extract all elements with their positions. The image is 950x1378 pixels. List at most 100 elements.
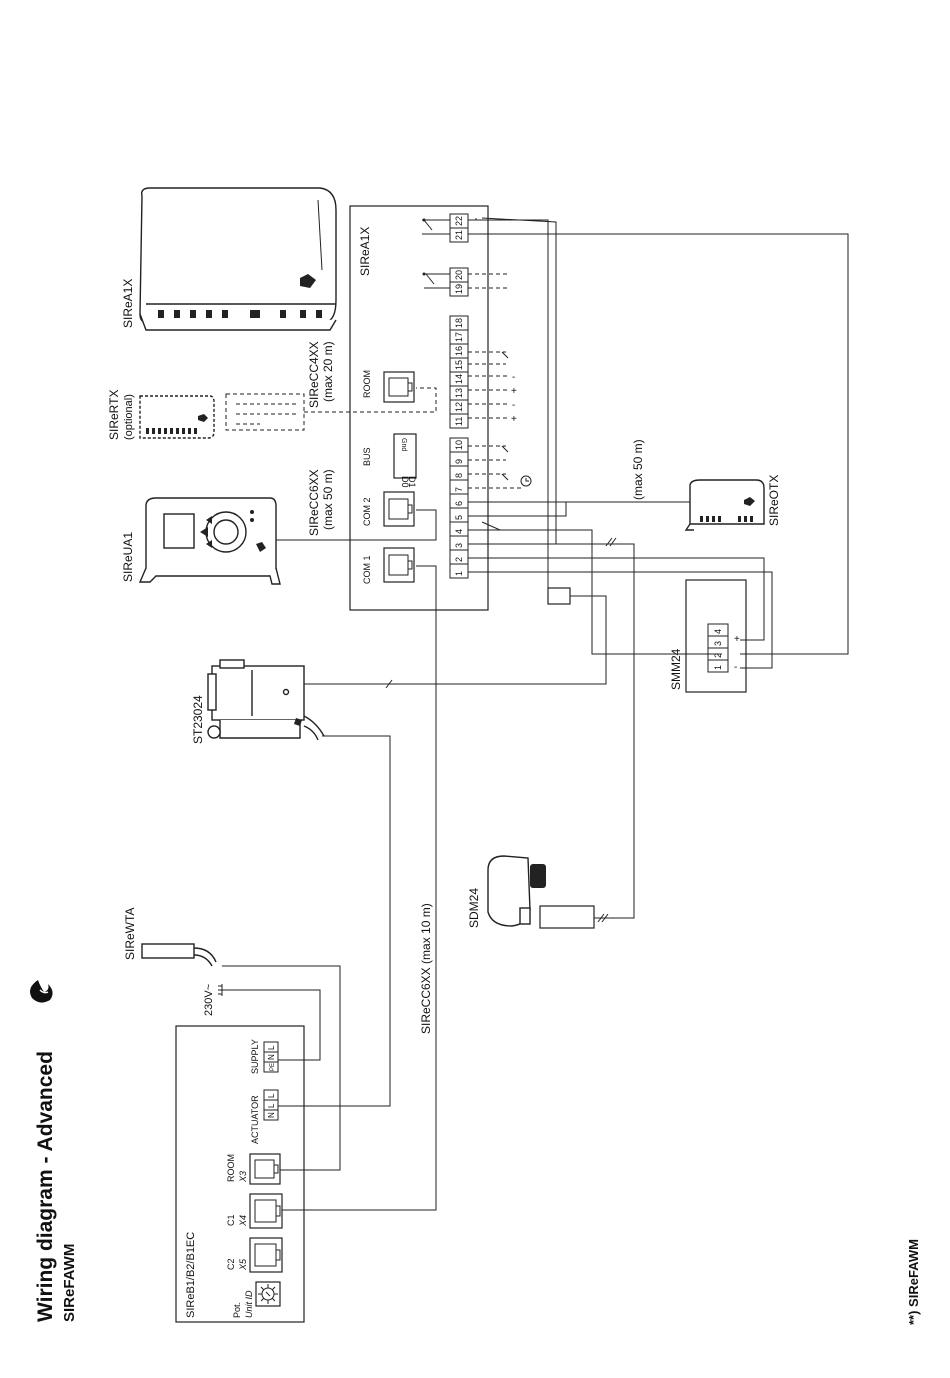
c2-label: C2 bbox=[226, 1258, 236, 1270]
terminal-number: 16 bbox=[454, 346, 464, 356]
bus-pin-d0: D0 bbox=[400, 476, 410, 488]
sirertx-note: (optional) bbox=[123, 394, 135, 440]
terminal-number: 6 bbox=[454, 501, 464, 506]
terminal-number: 19 bbox=[454, 284, 464, 294]
relay-symbols bbox=[422, 218, 450, 289]
terminal-number: 22 bbox=[454, 216, 464, 226]
com2-label: COM 2 bbox=[362, 497, 372, 526]
terminal-number: 3 bbox=[454, 543, 464, 548]
terminal-number: 4 bbox=[713, 629, 723, 634]
actuator-pin-l1: L bbox=[267, 1093, 276, 1098]
sirertx-label: SIReRTX bbox=[107, 390, 121, 440]
bus-label: BUS bbox=[362, 447, 372, 466]
diagram-title: Wiring diagram - Advanced bbox=[34, 1051, 57, 1322]
st23024-label: ST23024 bbox=[191, 695, 205, 744]
com2-jack bbox=[383, 491, 415, 527]
sirertx-device bbox=[139, 395, 215, 439]
terminal-cell bbox=[449, 267, 469, 283]
terminal-cell bbox=[707, 623, 729, 637]
sdm24-label: SDM24 bbox=[467, 888, 481, 928]
c1-x: X4 bbox=[238, 1215, 248, 1227]
bus-pin-d1: D1 bbox=[407, 476, 417, 488]
sirea1x-box-label: SIReA1X bbox=[358, 227, 372, 276]
sireb-room-jack bbox=[249, 1153, 281, 1185]
plug-icon bbox=[218, 984, 223, 996]
terminal-number: 7 bbox=[454, 487, 464, 492]
sign-plus-1: + bbox=[511, 386, 517, 397]
sireua1-label: SIReUA1 bbox=[121, 532, 135, 582]
wiring-lines bbox=[222, 217, 849, 1211]
supply-pin-pe: PE bbox=[270, 1063, 276, 1071]
terminal-number: 20 bbox=[454, 270, 464, 280]
terminal-cell bbox=[449, 213, 469, 229]
c2-jack bbox=[249, 1237, 283, 1273]
actuator-pin-n: N bbox=[267, 1112, 276, 1118]
sireotx-label: SIReOTX bbox=[767, 475, 781, 526]
terminal-number: 15 bbox=[454, 360, 464, 370]
sireb-box bbox=[175, 1025, 305, 1323]
unit-id-label: Unit ID bbox=[244, 1290, 254, 1318]
supply-230v-label: 230V~ bbox=[203, 984, 215, 1016]
smm24-minus: - bbox=[734, 662, 737, 673]
sireb-label: SIReB1/B2/B1EC bbox=[185, 1232, 197, 1318]
supply-terminals: L N PE bbox=[263, 1041, 279, 1073]
flame-icon bbox=[30, 980, 53, 1003]
sirewta-device bbox=[141, 943, 217, 967]
terminal-number: 1 bbox=[454, 571, 464, 576]
sireb-room-x: X3 bbox=[238, 1171, 248, 1183]
sign-plus-2: + bbox=[511, 414, 517, 425]
terminal-cell bbox=[449, 315, 469, 331]
terminal-number: 5 bbox=[454, 515, 464, 520]
terminal-number: 4 bbox=[454, 529, 464, 534]
footnote: **) SIReFAWM bbox=[906, 1239, 921, 1325]
terminal-number: 2 bbox=[454, 557, 464, 562]
bus-pins: D0 D1 Gnd bbox=[393, 433, 417, 488]
sirewta-label: SIReWTA bbox=[123, 908, 137, 960]
terminal-number: 14 bbox=[454, 374, 464, 384]
sign-minus-1: - bbox=[512, 372, 515, 383]
terminal-number: 13 bbox=[454, 388, 464, 398]
sireb-room-label: ROOM bbox=[226, 1154, 236, 1182]
terminal-number: 2 bbox=[713, 653, 723, 658]
actuator-label: ACTUATOR bbox=[250, 1095, 260, 1144]
cable-c6xx-note: (max 50 m) bbox=[321, 469, 335, 530]
sireua1-device bbox=[138, 497, 281, 585]
supply-label: SUPPLY bbox=[250, 1039, 260, 1074]
sdm24-device bbox=[487, 855, 546, 927]
c1-jack bbox=[249, 1193, 283, 1229]
terminal-number: 12 bbox=[454, 402, 464, 412]
cable-c4xx-label: SIReCC4XX bbox=[307, 341, 321, 408]
cable-c6xx-long-label: SIReCC6XX (max 10 m) bbox=[419, 903, 433, 1034]
sireotx-device bbox=[684, 479, 765, 531]
terminal-number: 8 bbox=[454, 473, 464, 478]
sirea1x-device bbox=[139, 187, 337, 331]
bus-pin-gnd: Gnd bbox=[400, 438, 407, 451]
terminal-number: 10 bbox=[454, 440, 464, 450]
smm24-plus: + bbox=[734, 634, 740, 645]
terminal-cell bbox=[449, 437, 469, 453]
cable-otx-note: (max 50 m) bbox=[631, 439, 645, 500]
terminal-number: 21 bbox=[454, 230, 464, 240]
unit-id-potentiometer-icon bbox=[255, 1281, 281, 1307]
room-label: ROOM bbox=[362, 370, 372, 398]
pot-label: Pot. bbox=[232, 1302, 242, 1318]
io-dotted-lines bbox=[468, 273, 532, 489]
terminal-number: 9 bbox=[454, 459, 464, 464]
room-jack bbox=[383, 371, 415, 403]
sign-minus-2: - bbox=[512, 400, 515, 411]
sdm24-connector bbox=[539, 905, 595, 929]
cable-c6xx-label: SIReCC6XX bbox=[307, 469, 321, 536]
c2-x: X5 bbox=[238, 1258, 248, 1271]
diagram-subtitle: SIReFAWM bbox=[61, 1244, 78, 1322]
com1-jack bbox=[383, 547, 415, 583]
actuator-terminals: L L N bbox=[263, 1089, 279, 1121]
terminal-number: 18 bbox=[454, 318, 464, 328]
terminal-number: 3 bbox=[713, 641, 723, 646]
terminal-number: 1 bbox=[713, 665, 723, 670]
sirea1x-image-label: SIReA1X bbox=[121, 279, 135, 328]
smm24-label: SMM24 bbox=[669, 648, 683, 690]
